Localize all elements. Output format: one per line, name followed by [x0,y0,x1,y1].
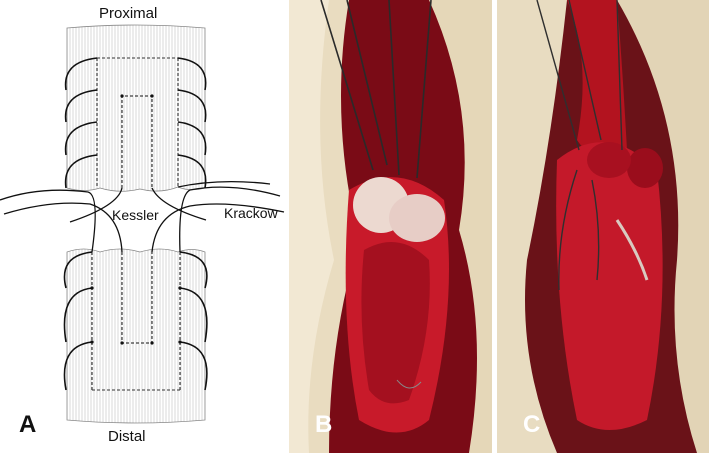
tendon-schematic [0,24,285,424]
krackow-label: Krackow [224,205,278,221]
panel-c-photo: C [497,0,709,453]
panel-letter-a: A [19,411,37,438]
panel-b-photo: B [289,0,492,453]
panel-letter-b: B [315,411,333,438]
panel-letter-c: C [523,411,541,438]
completed-repair-photo [497,0,709,453]
panel-a-diagram: Proximal Kessler Krackow Distal A [0,0,288,453]
proximal-label: Proximal [99,5,158,22]
distal-label: Distal [108,428,146,445]
kessler-label: Kessler [112,207,159,223]
repaired-tendon-photo [289,0,492,453]
suture-strands [0,180,285,253]
distal-tendon [63,248,208,424]
proximal-tendon [64,24,207,192]
